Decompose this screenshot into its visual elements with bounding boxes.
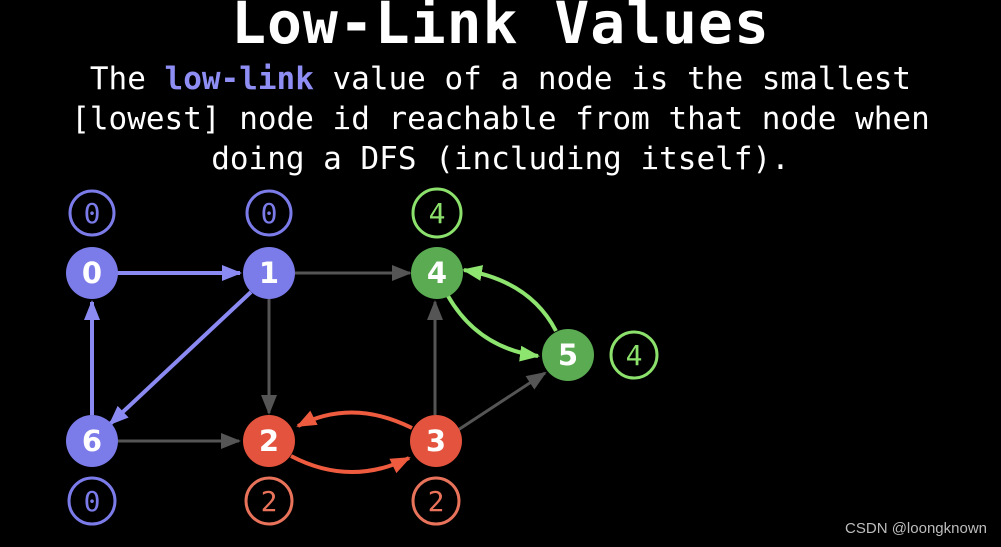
node-1: 1 bbox=[243, 247, 295, 299]
watermark: CSDN @loongknown bbox=[845, 520, 987, 537]
edge-2-3 bbox=[290, 454, 411, 474]
node-5-label: 5 bbox=[558, 338, 578, 372]
edges-layer bbox=[84, 265, 558, 474]
low-link-ring-node-3: 2 bbox=[411, 476, 461, 526]
edge-3-5 bbox=[457, 371, 547, 432]
low-link-value-node-1: 0 bbox=[261, 197, 278, 230]
node-2-label: 2 bbox=[259, 424, 279, 458]
node-0-label: 0 bbox=[82, 256, 102, 290]
node-1-label: 1 bbox=[259, 256, 279, 290]
node-3: 3 bbox=[410, 415, 462, 467]
node-4: 4 bbox=[411, 247, 463, 299]
low-link-value-node-2: 2 bbox=[261, 485, 278, 518]
node-0: 0 bbox=[66, 247, 118, 299]
low-link-value-node-6: 0 bbox=[84, 485, 101, 518]
node-2: 2 bbox=[243, 415, 295, 467]
description-prefix: The bbox=[89, 61, 165, 97]
node-6: 6 bbox=[66, 415, 118, 467]
low-link-term: low-link bbox=[164, 61, 314, 97]
low-link-ring-node-5: 4 bbox=[609, 330, 659, 380]
description-line-1: The low-link value of a node is the smal… bbox=[20, 59, 981, 99]
edge-1-6 bbox=[108, 290, 253, 426]
low-link-ring-node-2: 2 bbox=[244, 476, 294, 526]
description-line-3: doing a DFS (including itself). bbox=[211, 141, 790, 177]
low-link-rings: 0 0 4 4 0 2 2 bbox=[67, 187, 659, 526]
low-link-value-node-3: 2 bbox=[428, 485, 445, 518]
low-link-ring-node-6: 0 bbox=[67, 476, 117, 526]
low-link-ring-node-1: 0 bbox=[245, 189, 293, 237]
slide-title: Low-Link Values bbox=[231, 0, 770, 57]
edge-4-5 bbox=[446, 294, 540, 362]
slide-description: The low-link value of a node is the smal… bbox=[20, 59, 981, 179]
node-3-label: 3 bbox=[426, 424, 446, 458]
low-link-value-node-0: 0 bbox=[84, 197, 101, 230]
edge-5-4 bbox=[462, 265, 558, 332]
node-4-label: 4 bbox=[427, 256, 447, 290]
node-5: 5 bbox=[542, 329, 594, 381]
edge-3-2 bbox=[296, 410, 413, 430]
node-6-label: 6 bbox=[82, 424, 102, 458]
low-link-ring-node-4: 4 bbox=[411, 187, 463, 239]
description-suffix: value of a node is the smallest bbox=[313, 61, 912, 97]
description-line-2: [lowest] node id reachable from that nod… bbox=[71, 101, 930, 137]
low-link-value-node-5: 4 bbox=[626, 339, 643, 372]
low-link-ring-node-0: 0 bbox=[68, 189, 116, 237]
low-link-value-node-4: 4 bbox=[429, 197, 446, 230]
nodes-layer: 0 1 4 5 6 2 3 bbox=[66, 247, 594, 467]
